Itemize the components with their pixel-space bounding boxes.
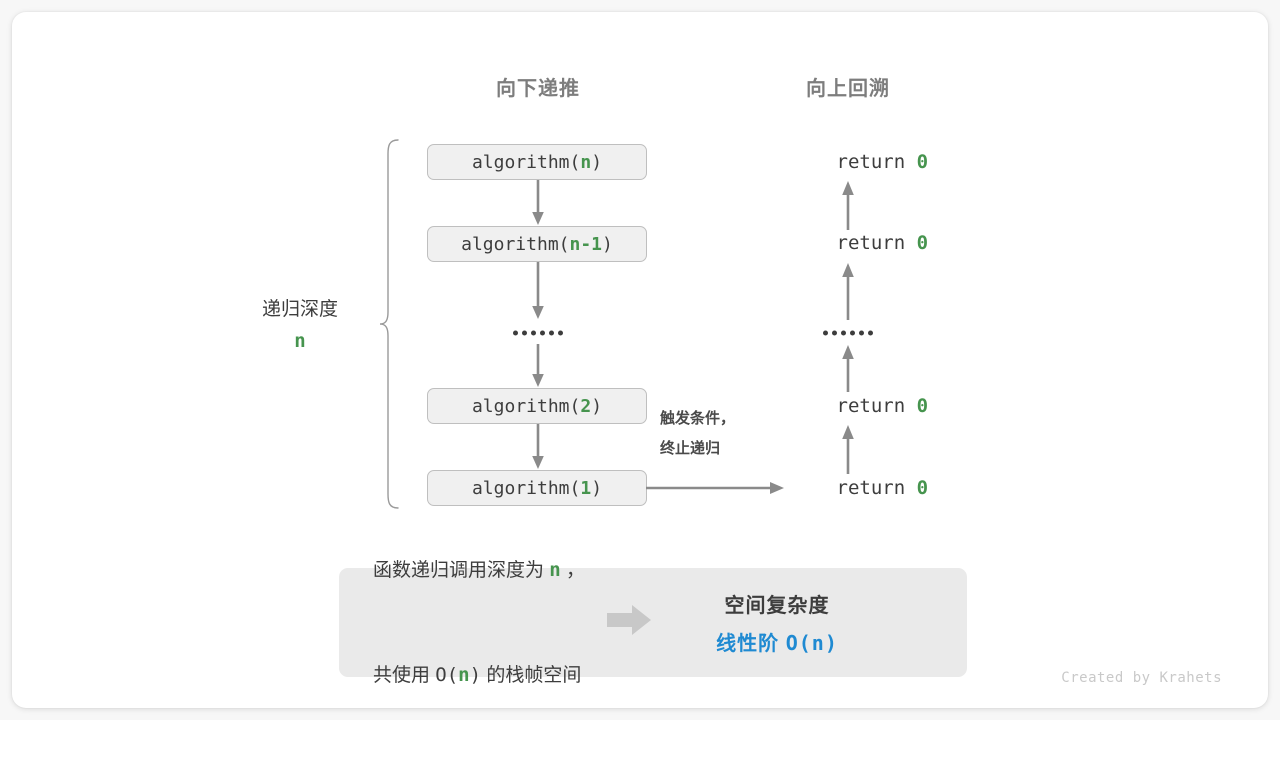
recursion-depth-brace (378, 138, 402, 515)
summary-line-2: 共使用 O(n) 的栈帧空间 (373, 663, 582, 686)
space-complexity-value: 线性阶 O(n) (716, 631, 838, 655)
summary-conclusion: 空间复杂度 线性阶 O(n) (677, 589, 877, 656)
call-box-arg: 2 (580, 395, 592, 417)
trigger-condition-note: 触发条件， 终止递归 (660, 404, 735, 464)
arrow-base-case-to-return (646, 477, 786, 504)
summary-n-1: n (549, 558, 561, 581)
right-arrow-icon (605, 603, 653, 642)
summary-line-1: 函数递归调用深度为 n ， (373, 558, 586, 581)
credit-text: Created by Krahets (1061, 670, 1222, 686)
call-box-suffix: ) (591, 151, 603, 173)
arrow-down-3 (530, 344, 546, 393)
trigger-note-line2: 终止递归 (660, 440, 721, 457)
return-label-2: return 0 (768, 210, 929, 276)
return-keyword: return (836, 395, 917, 417)
arrow-up-2 (840, 262, 856, 325)
return-value: 0 (916, 151, 929, 173)
ellipsis-right (823, 330, 873, 336)
summary-description: 函数递归调用深度为 n ， 共使用 O(n) 的栈帧空间 (373, 483, 585, 763)
recursion-depth-label: 递归深度 (261, 299, 339, 320)
summary-panel: 函数递归调用深度为 n ， 共使用 O(n) 的栈帧空间 空间复杂度 线性阶 O… (339, 559, 967, 686)
return-label-4: return 0 (768, 455, 929, 521)
return-value: 0 (916, 232, 929, 254)
call-box-2[interactable]: algorithm(2) (427, 388, 647, 424)
arrow-down-4 (530, 424, 546, 475)
trigger-note-line1: 触发条件， (660, 410, 736, 427)
call-box-prefix: algorithm( (471, 151, 581, 173)
recursion-depth-value: n (294, 330, 306, 352)
call-box-arg: n-1 (569, 233, 603, 255)
call-box-prefix: algorithm( (471, 395, 581, 417)
column-heading-recursion-down: 向下递推 (496, 78, 580, 100)
diagram-card: 向下递推 向上回溯 递归深度 n algorithm(n) algorithm(… (12, 12, 1268, 708)
call-box-prefix: algorithm( (471, 477, 581, 499)
arrow-down-2 (530, 262, 546, 325)
call-box-arg: 1 (580, 477, 592, 499)
arrow-up-4 (840, 424, 856, 479)
call-box-1[interactable]: algorithm(1) (427, 470, 647, 506)
arrow-down-1 (530, 180, 546, 231)
return-keyword: return (836, 151, 917, 173)
call-box-suffix: ) (591, 477, 603, 499)
call-box-suffix: ) (591, 395, 603, 417)
return-keyword: return (836, 477, 917, 499)
return-keyword: return (836, 232, 917, 254)
space-complexity-title: 空间复杂度 (724, 595, 830, 617)
summary-n-2: n (458, 663, 470, 686)
call-box-suffix: ) (602, 233, 613, 255)
return-label-3: return 0 (768, 373, 929, 439)
call-box-arg: n (580, 151, 592, 173)
call-box-n-minus-1[interactable]: algorithm(n-1) (427, 226, 647, 262)
arrow-up-3 (840, 344, 856, 397)
call-box-prefix: algorithm( (461, 233, 570, 255)
return-label-1: return 0 (768, 129, 929, 195)
column-heading-return-up: 向上回溯 (806, 78, 890, 100)
arrow-up-1 (840, 180, 856, 235)
diagram-canvas: 向下递推 向上回溯 递归深度 n algorithm(n) algorithm(… (12, 12, 1268, 708)
return-value: 0 (916, 395, 929, 417)
ellipsis-left (513, 330, 563, 336)
call-box-n[interactable]: algorithm(n) (427, 144, 647, 180)
return-value: 0 (916, 477, 929, 499)
